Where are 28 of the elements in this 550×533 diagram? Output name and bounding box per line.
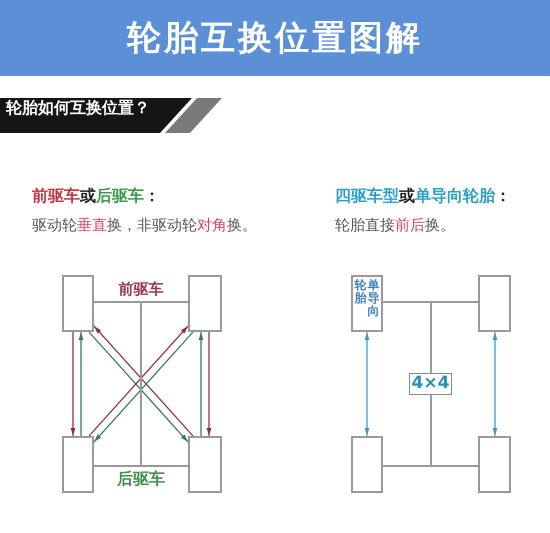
axle-line [94,301,188,304]
section-heading: 四驱车型或单导向轮胎： [335,186,511,206]
arrow [70,332,76,436]
wheel-box [351,436,383,493]
instruction-text: 驱动轮垂直换，非驱动轮对角换。 [32,216,257,235]
wheel-box [62,436,94,493]
title-banner: 轮胎互换位置图解 [0,0,550,76]
wheel-box [478,436,511,493]
arrow [206,332,212,436]
drive-shaft [430,302,432,373]
wheel-box [62,275,94,332]
arrow [198,332,204,436]
wheel-box [478,275,511,332]
axle-line [383,464,478,467]
wheel-box: 单导向轮胎 [351,275,383,332]
arrow [492,332,498,436]
axle-line [383,301,478,304]
instruction-text: 轮胎直接前后换。 [335,216,455,235]
arrow [364,332,370,436]
section-heading: 前驱车或后驱车： [32,186,160,206]
wheel-box [188,436,222,493]
wheel-box [188,275,222,332]
arrow [78,332,84,436]
axle-line [94,464,188,467]
edge-label: 后驱车 [117,469,165,488]
drive-shaft [430,395,432,466]
edge-label: 前驱车 [118,280,164,298]
drive-type-box: 4×4 [409,373,452,395]
